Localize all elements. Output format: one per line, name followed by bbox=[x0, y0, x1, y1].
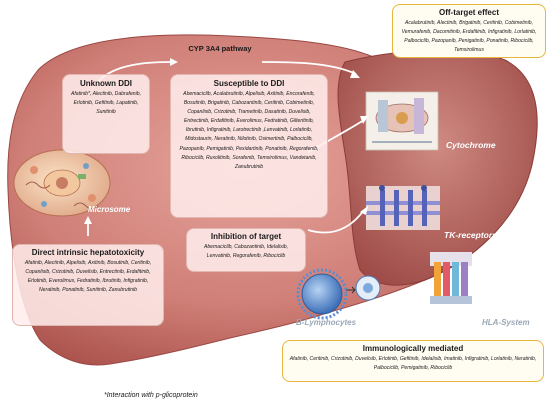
inhibition-title: Inhibition of target bbox=[210, 232, 282, 241]
unknown-ddi-box: Unknown DDI Afatinib*, Alectinib, Dabraf… bbox=[62, 74, 150, 154]
susceptible-ddi-box: Susceptible to DDI Abemaciclib, Acalabru… bbox=[170, 74, 328, 218]
susceptible-ddi-title: Susceptible to DDI bbox=[213, 79, 285, 88]
cytochrome-label: Cytochrome bbox=[446, 140, 496, 150]
tk-receptor-illustration bbox=[366, 185, 440, 230]
hla-illustration bbox=[430, 252, 472, 304]
immuno-box: Immunologically mediated Afatinib, Cerit… bbox=[282, 340, 544, 382]
microsome-cell-illustration bbox=[13, 149, 111, 217]
hla-system-label: HLA-System bbox=[482, 318, 530, 327]
hepatotoxicity-drugs: Afatinib, Alectinib, Alpelisib, Axitinib… bbox=[24, 260, 152, 294]
footnote: *Interaction with p-glicoprotein bbox=[104, 392, 198, 399]
arrow-heads bbox=[84, 58, 368, 224]
off-target-box: Off-target effect Acalabrutinib, Alectin… bbox=[392, 4, 546, 58]
susceptible-ddi-drugs: Abemaciclib, Acalabrutinib, Alpelisib, A… bbox=[179, 91, 319, 170]
microsome-label: Microsome bbox=[88, 205, 131, 214]
off-target-title: Off-target effect bbox=[438, 8, 499, 17]
liver-right-lobe bbox=[337, 49, 538, 286]
b-lymphocyte-illustration bbox=[296, 268, 381, 320]
cyp3a4-pathway-label: CYP 3A4 pathway bbox=[188, 44, 252, 53]
b-lymphocytes-label: B-Lymphocytes bbox=[296, 318, 357, 327]
inhibition-box: Inhibition of target Abemaciclib, Caboza… bbox=[186, 228, 306, 272]
off-target-drugs: Acalabrutinib, Alectinib, Brigatinib, Ce… bbox=[401, 20, 537, 54]
tk-receptors-label: TK-receptors bbox=[444, 230, 497, 240]
unknown-ddi-title: Unknown DDI bbox=[80, 79, 132, 88]
immuno-drugs: Afatinib, Ceritinib, Crizotinib, Duvelis… bbox=[289, 356, 537, 372]
hepatotoxicity-title: Direct intrinsic hepatotoxicity bbox=[31, 248, 145, 257]
hepatotoxicity-box: Direct intrinsic hepatotoxicity Afatinib… bbox=[12, 244, 164, 326]
immuno-title: Immunologically mediated bbox=[362, 344, 464, 353]
unknown-ddi-drugs: Afatinib*, Alectinib, Dabrafenib, Erloti… bbox=[70, 91, 142, 116]
inhibition-drugs: Abemaciclib, Cabozantinib, Idelalisib, L… bbox=[203, 244, 289, 260]
cytochrome-illustration bbox=[365, 91, 439, 151]
